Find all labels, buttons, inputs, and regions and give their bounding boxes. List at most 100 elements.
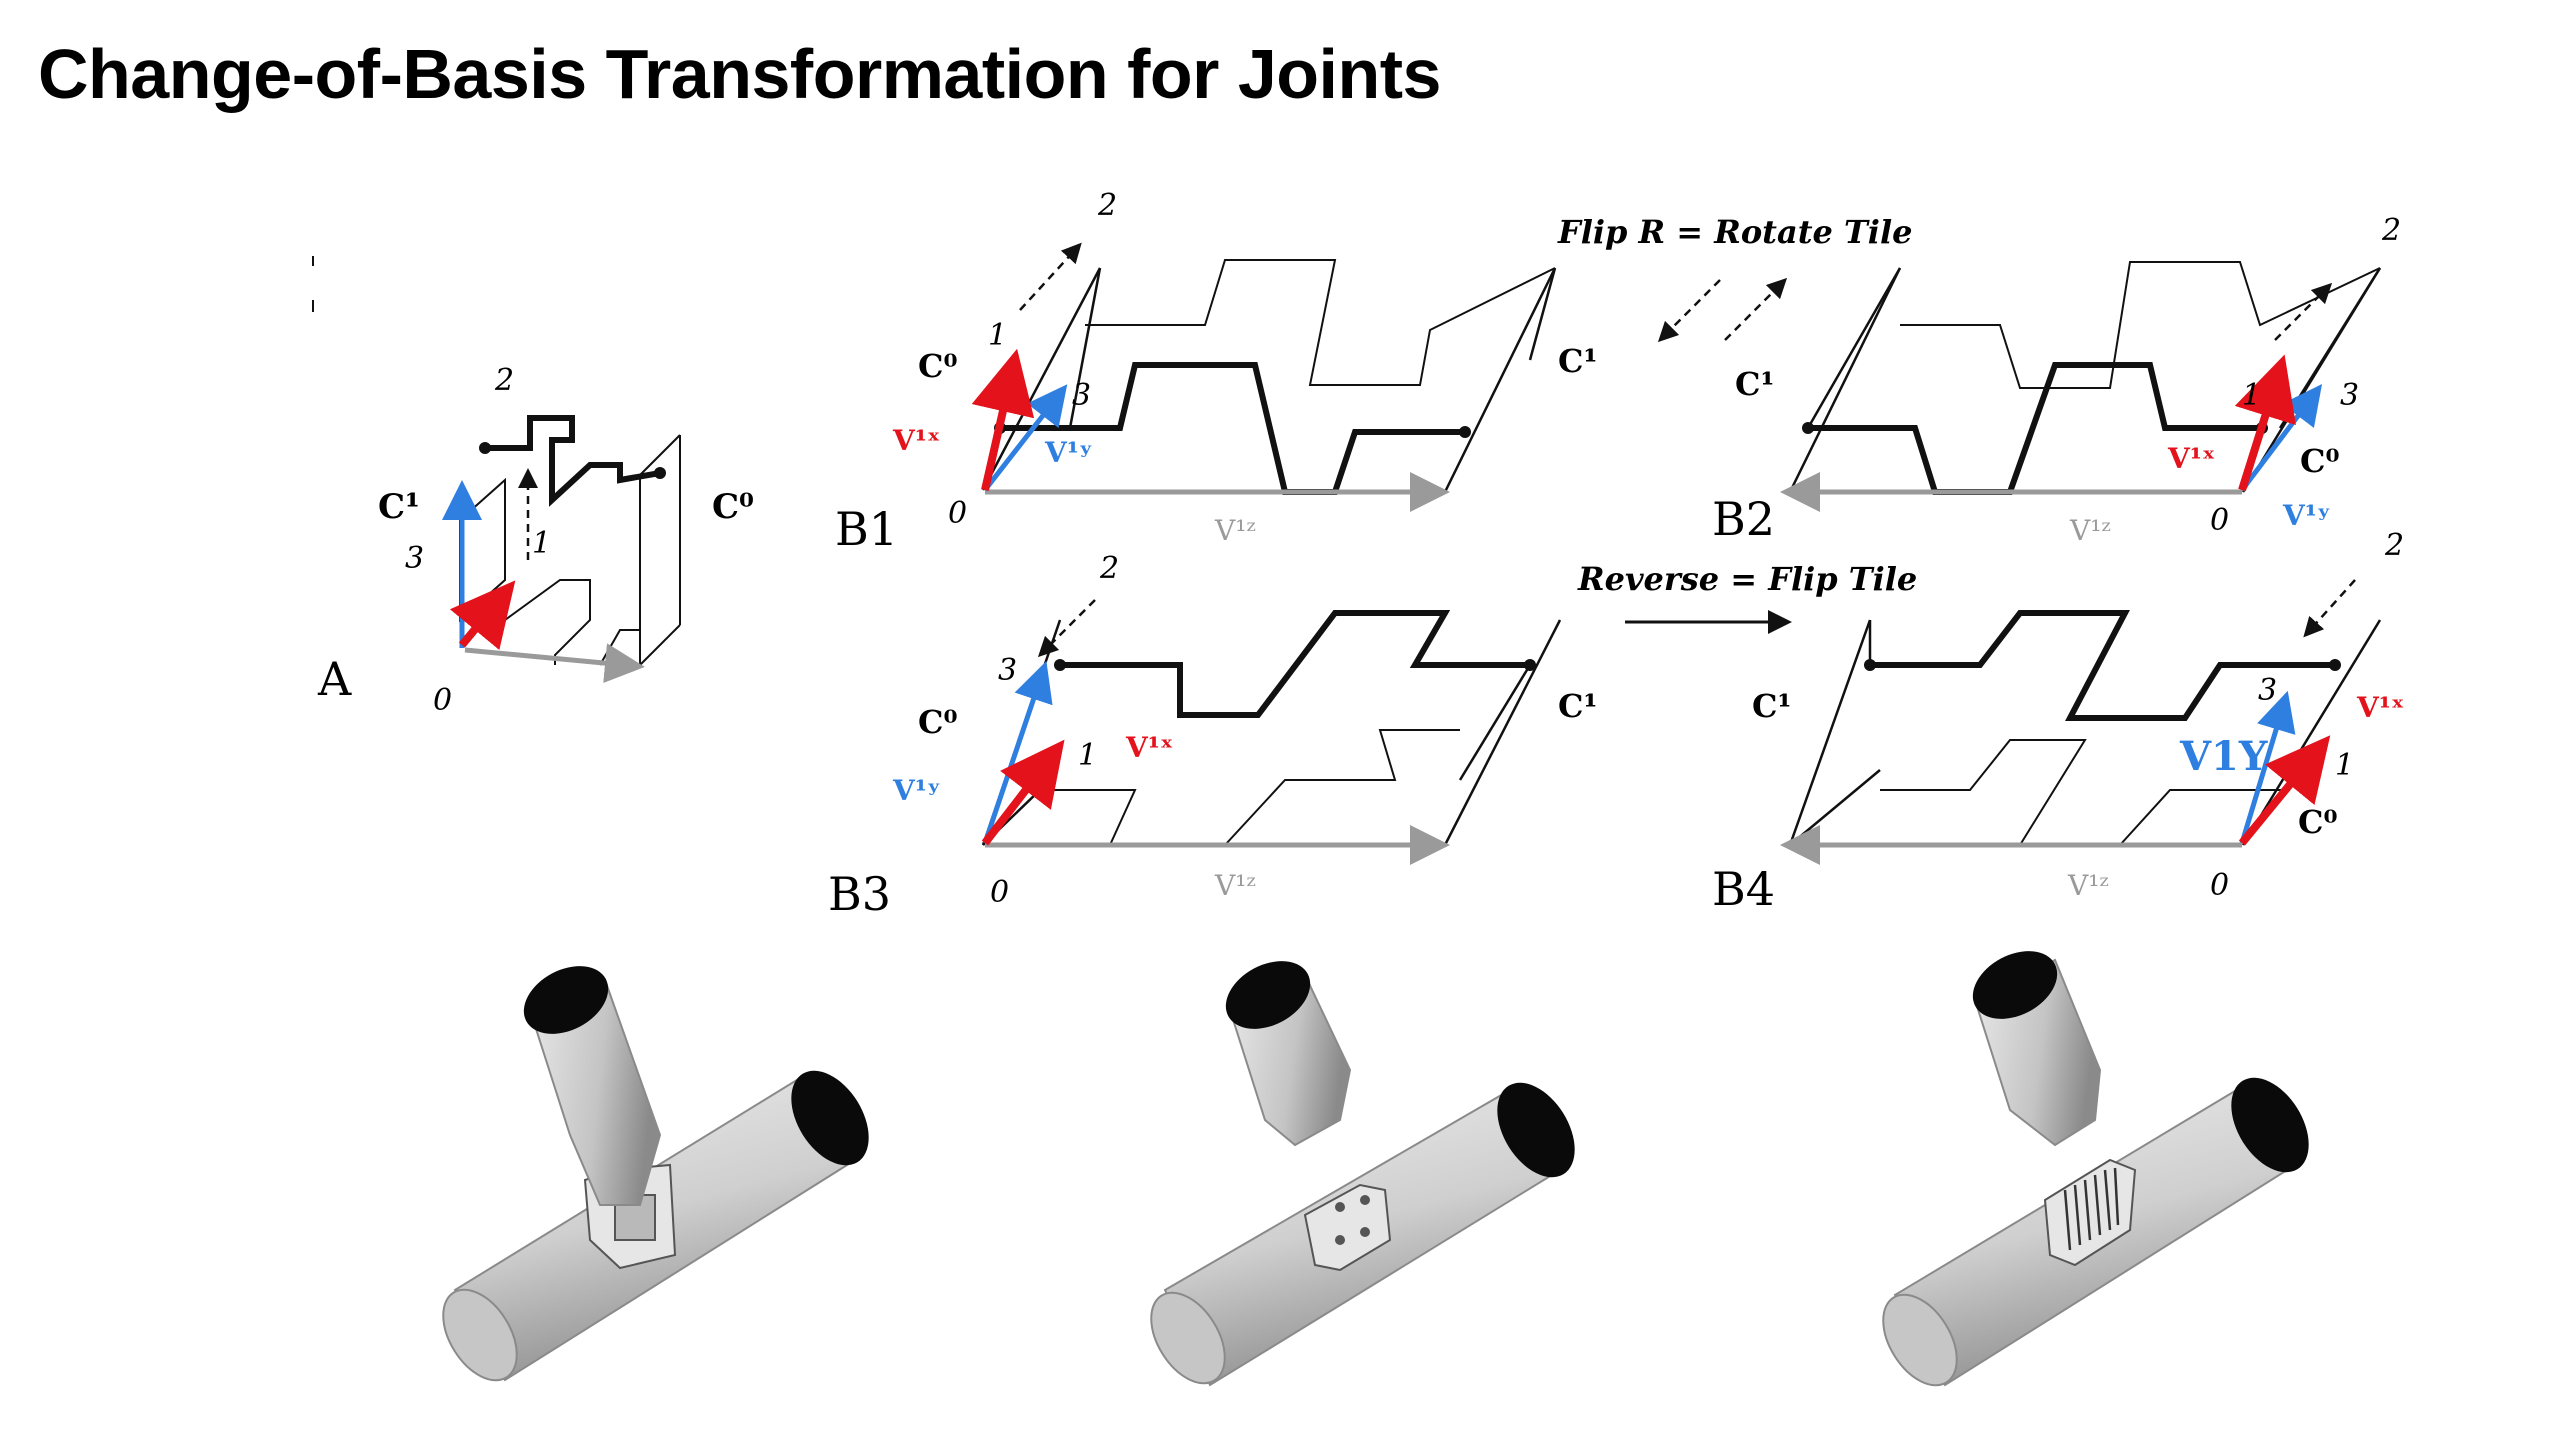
dashed-arrow [1037,599,1096,658]
joint-path [485,415,661,507]
y-axis-arrow [983,384,1068,492]
tile-face [459,477,506,623]
panel-label: A [317,652,352,706]
vertex-label: 0 [948,496,967,531]
tile-profile [1085,259,1556,386]
bolt-hole [1335,1235,1345,1245]
joint-plate [1303,1183,1392,1272]
y-axis-arrow [982,661,1053,844]
tube-cap [1972,951,2058,1019]
c-label-left: C⁰ [918,347,957,385]
joint-path [1060,610,1530,718]
bolt-hole [1360,1227,1370,1237]
panel-label: B1 [835,502,898,556]
joint-node [654,467,666,479]
vertex-label: 2 [1099,551,1119,586]
panel-a: A C¹ C⁰ 0 1 2 3 [317,363,754,718]
joint-path [1870,610,2335,721]
dashed-arrow [1724,277,1788,341]
tube-end [1882,1293,1958,1387]
panel-label: B2 [1712,492,1775,546]
vertex-label: 2 [494,363,514,398]
tile-profile [504,579,591,665]
bolt-hole [1335,1202,1345,1212]
c-label-right: C¹ [1558,687,1597,725]
tile-edge [1443,619,1562,846]
vz-label: V¹ᶻ [2067,869,2109,902]
tile-edge [1528,267,1557,361]
y-axis-arrow [2240,384,2323,492]
c-label-left: C¹ [378,487,420,527]
vertex-label: 1 [2335,748,2354,783]
vertex-label: 3 [405,541,424,576]
x-axis-arrow [971,348,1035,491]
vertex-label: 3 [1072,378,1091,413]
tube-cap [1497,1082,1575,1178]
panel-b2: B2 C¹ C⁰ V¹ˣ V¹ʸ V¹ᶻ 0 1 2 3 [1712,213,2401,547]
vx-label: V¹ˣ [1125,731,1173,764]
c-label-right: C⁰ [712,487,754,527]
joint-node [1054,659,1066,671]
dashed-arrow [1657,279,1721,343]
tile-edge [981,267,1102,491]
joint-teeth [2063,1167,2120,1251]
vertex-label: 3 [2340,378,2359,413]
joint-path [1808,362,2262,495]
vertex-label: 0 [433,683,452,718]
tile-profile [2119,789,2285,846]
panel-b3: B3 C⁰ C¹ V¹ˣ V¹ʸ V¹ᶻ 0 1 2 3 [828,551,1597,921]
vertex-label: 2 [1097,188,1117,223]
tube-end [442,1288,518,1382]
tube-end [1150,1291,1226,1385]
x-axis-arrow [2238,735,2331,846]
vertex-label: 1 [988,318,1007,353]
panel-b1: B1 C⁰ C¹ V¹ˣ V¹ʸ V¹ᶻ 0 1 2 3 [835,188,1597,556]
vertex-label: 2 [2381,213,2401,248]
vertex-label: 3 [2258,673,2277,708]
joint-node [1864,659,1876,671]
vz-label: V¹ᶻ [1214,869,1256,902]
tube-cap [523,966,609,1034]
y-axis-arrow [2239,690,2296,844]
tile-edge [1458,664,1532,781]
x-axis-arrow [2234,354,2296,492]
tile-edge [1068,267,1102,429]
z-axis-arrow [464,643,645,684]
x-axis-arrow [981,739,1065,846]
x-axis-arrow [449,580,516,651]
tube-joint-render-3 [1882,951,2309,1387]
tile-edge [2241,619,2382,846]
dashed-arrow [2274,282,2333,341]
c-label-left: C⁰ [918,703,957,741]
vertex-label: 0 [2210,503,2229,538]
vz-label: V¹ᶻ [2069,514,2111,547]
tile-edge [639,624,681,666]
c-label-right: C⁰ [2298,803,2337,841]
joint-path [1000,362,1465,495]
vx-label: V¹ˣ [2167,442,2215,475]
vertex-label: 1 [2242,378,2261,413]
tube-cap [1225,961,1311,1029]
tile-profile [1224,729,1460,846]
c-label-left: C¹ [1735,365,1774,403]
joint-plate [2043,1158,2137,1267]
flip-label: Flip R = Rotate Tile [1557,213,1912,251]
tube-joint-render-1 [442,966,869,1382]
c-label-left: C¹ [1752,687,1791,725]
vy-label: V¹ʸ [1044,436,1093,469]
tube-joint-render-2 [1150,961,1575,1387]
tile-profile [1880,739,2087,846]
tile-edge [639,434,681,476]
bolt-hole [1360,1195,1370,1205]
tile-edge [1806,267,1902,429]
vertex-label: 0 [990,875,1009,910]
tube-cap [791,1070,869,1166]
vertex-label: 0 [2210,868,2229,903]
joint-node [2329,659,2341,671]
dashed-arrow [2303,579,2356,638]
vertex-label: 2 [2384,528,2404,563]
panel-b4: B4 C¹ C⁰ V¹ˣ V1Y V¹ᶻ 0 1 2 3 [1712,528,2404,916]
dashed-arrow [1019,242,1082,311]
joint-node [1524,659,1536,671]
c-label-right: C⁰ [2300,442,2339,480]
